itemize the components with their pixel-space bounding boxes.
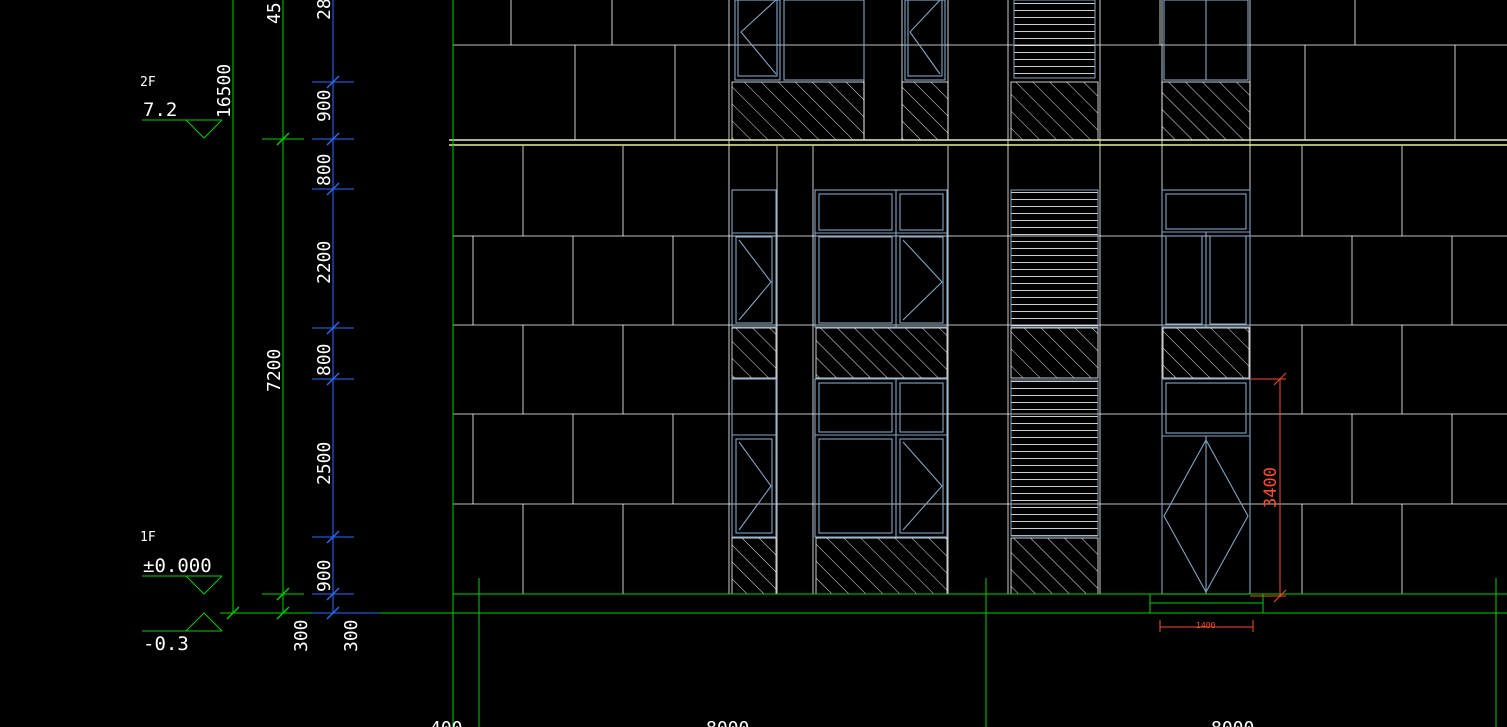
louver-panels <box>1010 0 1099 537</box>
windows <box>731 0 1251 595</box>
facade-cladding-grid <box>453 0 1507 595</box>
dim-total-height: 16500 <box>214 64 235 118</box>
dim-bay-left-cut: 400 <box>430 718 463 727</box>
level-ground-value: -0.3 <box>143 633 189 655</box>
dim-top-cut-left: 45 <box>264 2 285 24</box>
dim-segment: 2500 <box>314 442 335 485</box>
dim-door-height: 3400 <box>1261 467 1281 508</box>
level-1f-value: ±0.000 <box>143 555 212 577</box>
level-2f-value: 7.2 <box>143 99 177 121</box>
dim-base-right: 300 <box>341 619 362 652</box>
dim-segment: 800 <box>314 343 335 376</box>
dimension-lines <box>226 0 1287 632</box>
dim-segment: 2200 <box>314 241 335 284</box>
dim-bay-right: 8000 <box>1211 718 1254 727</box>
level-2f-tag: 2F <box>140 75 156 90</box>
dim-top-cut-right: 28 <box>314 0 335 20</box>
dim-segment: 800 <box>314 153 335 186</box>
ground-line <box>220 0 1507 727</box>
dim-bay-mid: 8000 <box>706 718 749 727</box>
dim-base-left: 300 <box>291 619 312 652</box>
dim-segment: 900 <box>314 89 335 122</box>
dim-segment: 900 <box>314 559 335 592</box>
dim-floor1-height: 7200 <box>264 349 285 392</box>
dim-door-width: 1400 <box>1196 621 1215 630</box>
hatched-spandrel-panels <box>731 81 1251 595</box>
floor-slab-2f <box>449 139 1507 146</box>
level-markers <box>142 119 223 632</box>
level-1f-tag: 1F <box>140 530 156 545</box>
